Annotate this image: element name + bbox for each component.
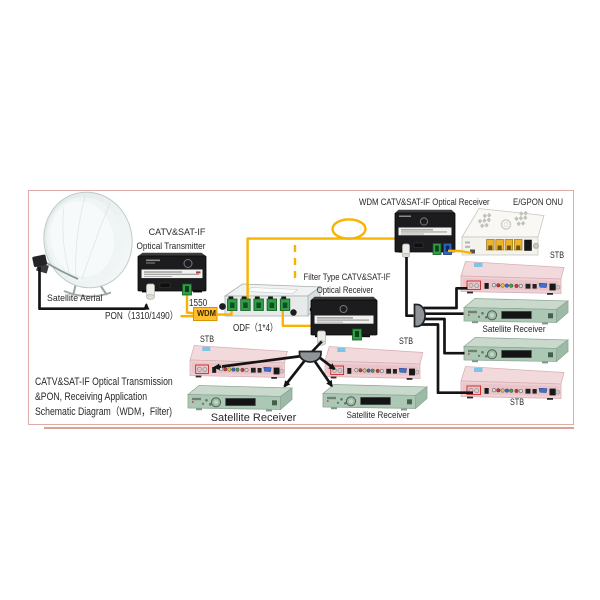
onu-label: E/GPON ONU bbox=[512, 197, 563, 208]
cable-splitter-to-stb-right-1 bbox=[423, 286, 468, 310]
optical-transmitter-label-line2: Optical Transmitter bbox=[136, 241, 205, 252]
coax-dish-to-transmitter bbox=[38, 267, 150, 311]
optical-transmitter-device bbox=[137, 252, 207, 300]
epon-gpon-onu-device bbox=[461, 208, 545, 256]
cable-wdm-receiver-to-splitter bbox=[405, 257, 414, 318]
onu-ethernet-ports bbox=[486, 239, 523, 251]
wdm-box-label: WDM bbox=[197, 309, 216, 318]
filter-receiver-label-line1: Filter Type CATV&SAT-IF bbox=[303, 272, 390, 283]
stb-middle-left bbox=[189, 345, 288, 380]
cable-splitter-to-receiver-right-2 bbox=[423, 317, 465, 355]
diagram-title-line3: Schematic Diagram（WDM，Filter) bbox=[35, 406, 173, 419]
onu-vent-holes bbox=[477, 210, 528, 229]
satellite-aerial-label: Satellite Aerial bbox=[47, 293, 103, 304]
wdm-receiver-label: WDM CATV&SAT-IF Optical Receiver bbox=[358, 197, 490, 207]
diagram-title-line2: &PON, Receiving Application bbox=[35, 391, 148, 404]
satellite-receiver-right-1 bbox=[463, 298, 569, 325]
filter-optical-receiver-device bbox=[310, 296, 378, 346]
right-splitter-cabling bbox=[405, 257, 473, 395]
stb-right-1 bbox=[460, 261, 565, 296]
cable-filter-receiver-to-splitter bbox=[310, 340, 323, 353]
fiber-wdm-receiver-to-onu bbox=[447, 249, 472, 255]
stb-right-2 bbox=[460, 366, 565, 401]
odf-label: ODF（1*4） bbox=[233, 322, 278, 334]
satellite-receiver-label-right: Satellite Receiver bbox=[481, 323, 546, 334]
satellite-receiver-label-middle-left: Satellite Receiver bbox=[210, 412, 297, 424]
stb-middle-right bbox=[324, 346, 424, 381]
cable-splitter-to-stb-right-2 bbox=[419, 323, 473, 395]
wavelength-1550-label: 1550 bbox=[189, 297, 208, 309]
wdm-optical-receiver-device bbox=[394, 209, 456, 259]
satellite-receiver-middle-right bbox=[322, 384, 428, 411]
satellite-receiver-right-2 bbox=[463, 337, 569, 364]
cable-splitter-to-receiver-middle-left bbox=[286, 359, 306, 384]
stb-label-right-2: STB bbox=[509, 396, 524, 407]
stb-label-middle-right: STB bbox=[398, 335, 413, 346]
satellite-dish-illustration bbox=[32, 191, 133, 298]
fiber-coil bbox=[331, 218, 367, 240]
stb-label-right-1: STB bbox=[550, 249, 565, 260]
odf-ports bbox=[227, 296, 291, 311]
middle-splitter-cabling bbox=[213, 340, 336, 388]
rf-splitter-right bbox=[413, 303, 426, 328]
filter-receiver-label-line2: Optical Receiver bbox=[316, 285, 374, 296]
optical-transmitter-label-line1: CATV&SAT-IF bbox=[148, 227, 205, 238]
satellite-receiver-middle-left bbox=[187, 385, 293, 412]
cable-splitter-to-stb-middle-left bbox=[221, 354, 303, 368]
rf-splitter-middle bbox=[298, 350, 322, 363]
cable-splitter-to-receiver-middle-right bbox=[313, 360, 331, 384]
satellite-receiver-label-middle-right: Satellite Receiver bbox=[345, 409, 410, 420]
onu-power-switch bbox=[524, 239, 532, 251]
diagram-frame bbox=[28, 190, 574, 425]
pon-label: PON（1310/1490） bbox=[104, 310, 178, 322]
stb-label-middle-left: STB bbox=[199, 333, 214, 344]
diagram-title-line1: CATV&SAT-IF Optical Transmission bbox=[35, 376, 173, 388]
decor-underline bbox=[44, 427, 574, 429]
diagram-title: CATV&SAT-IF Optical Transmission &PON, R… bbox=[35, 375, 173, 421]
fiber-transmitter-to-wdm bbox=[180, 295, 195, 318]
